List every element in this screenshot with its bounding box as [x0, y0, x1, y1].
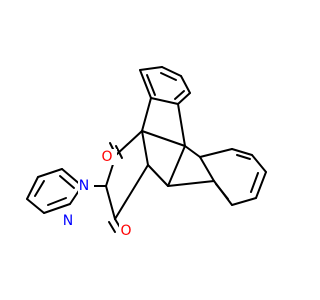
bond-lower-ring-8 — [199, 156, 215, 182]
bond-carbonyl-top-2 — [115, 145, 123, 159]
atoms-layer: O N N O — [60, 149, 135, 239]
bond-upper-ring-3 — [177, 92, 191, 105]
bond-bridge-4 — [141, 130, 149, 166]
bond-bridge-6 — [167, 145, 186, 187]
bond-upper-ring-6 — [139, 66, 163, 71]
molecule-canvas: O N N O — [26, 66, 267, 239]
bond-lower-ring-6 — [231, 197, 257, 206]
oxygen-top-background — [101, 149, 117, 165]
bond-lower-ring-4 — [251, 154, 267, 173]
bonds-layer — [26, 66, 267, 233]
bond-pyridine-2 — [43, 203, 71, 214]
bond-lower-ring-5 — [255, 171, 267, 199]
bond-carbonyl-bottom-2 — [108, 221, 116, 233]
bond-imide-3 — [105, 185, 116, 220]
bond-bridge-3 — [141, 130, 186, 147]
bond-pyridine-inner-3 — [59, 175, 75, 189]
structure-diagram: O N N O — [26, 66, 267, 239]
bond-imide-4 — [114, 164, 149, 220]
bond-upper-ring-inner-3 — [160, 72, 177, 81]
bond-upper-ring-4 — [180, 75, 191, 94]
bond-lower-ring-2 — [199, 148, 233, 158]
oxygen-bottom-background — [119, 223, 135, 239]
imide-nitrogen-background — [78, 178, 94, 194]
bond-pyridine-5 — [37, 168, 63, 178]
carbonyl-oxygen-top-label: O — [101, 149, 112, 165]
bond-pyridine-4 — [26, 176, 39, 200]
bond-pyridine-inner-2 — [34, 180, 45, 197]
bond-lower-ring-inner-3 — [215, 183, 229, 200]
bond-bridge-5 — [147, 164, 169, 187]
bond-pyridine-3 — [26, 198, 45, 214]
bond-pyridine-inner-1 — [47, 197, 67, 206]
bond-lower-ring-inner-2 — [250, 172, 259, 193]
imide-nitrogen-label: N — [79, 178, 89, 194]
bond-lower-ring-3 — [231, 148, 253, 156]
bond-lower-ring-1 — [184, 145, 201, 158]
bond-lower-ring-inner-1 — [236, 154, 251, 160]
bond-bridge-2 — [177, 103, 186, 147]
pyridine-nitrogen-background — [60, 213, 76, 229]
bond-imide-1 — [115, 130, 143, 156]
bond-upper-ring-inner-2 — [174, 90, 185, 100]
bond-upper-ring-1 — [139, 69, 152, 99]
bond-bridge-1 — [141, 97, 152, 132]
carbonyl-oxygen-bottom-label: O — [120, 223, 131, 239]
pyridine-nitrogen-label: N — [63, 213, 73, 229]
bond-lower-ring-9 — [167, 180, 215, 187]
bond-upper-ring-5 — [161, 66, 182, 77]
bond-upper-ring-inner-1 — [146, 74, 156, 96]
bond-upper-ring-2 — [150, 97, 179, 105]
